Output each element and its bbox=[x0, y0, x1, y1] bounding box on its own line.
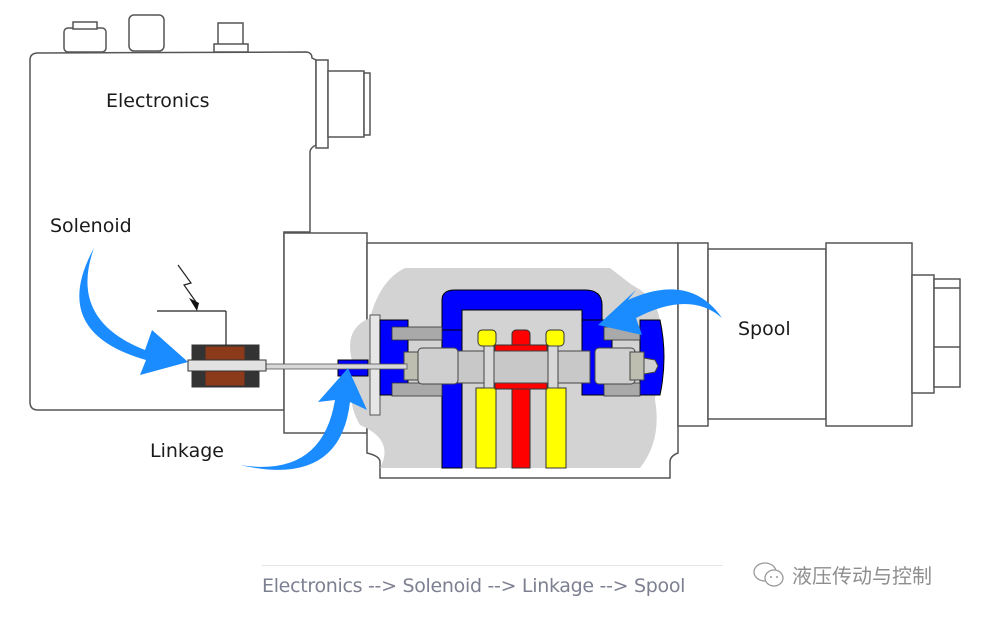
signal-symbol bbox=[157, 264, 227, 345]
top-connector-3 bbox=[217, 22, 244, 46]
watermark-text: 液压传动与控制 bbox=[792, 564, 932, 588]
label-linkage: Linkage bbox=[150, 440, 224, 462]
label-electronics: Electronics bbox=[106, 90, 210, 112]
side-connector bbox=[315, 59, 329, 149]
label-solenoid: Solenoid bbox=[50, 215, 132, 237]
caption-divider bbox=[262, 565, 723, 566]
label-spool: Spool bbox=[738, 318, 791, 340]
top-connector-1 bbox=[63, 27, 107, 53]
caption: Electronics --> Solenoid --> Linkage -->… bbox=[262, 575, 686, 597]
solenoid-coil bbox=[187, 344, 267, 388]
arrows bbox=[79, 248, 722, 470]
end-cap bbox=[677, 242, 709, 427]
spool-arrow bbox=[598, 289, 722, 335]
pressure-port bbox=[494, 329, 548, 469]
linkage-rod bbox=[261, 363, 408, 370]
top-connector-2 bbox=[128, 14, 165, 52]
wechat-icon bbox=[753, 561, 784, 587]
electronics-housing bbox=[29, 14, 371, 411]
watermark: 液压传动与控制 bbox=[752, 560, 932, 589]
work-ports bbox=[475, 329, 567, 469]
linkage-arrow bbox=[240, 368, 367, 470]
spool bbox=[403, 345, 659, 389]
solenoid-arrow bbox=[79, 248, 188, 375]
